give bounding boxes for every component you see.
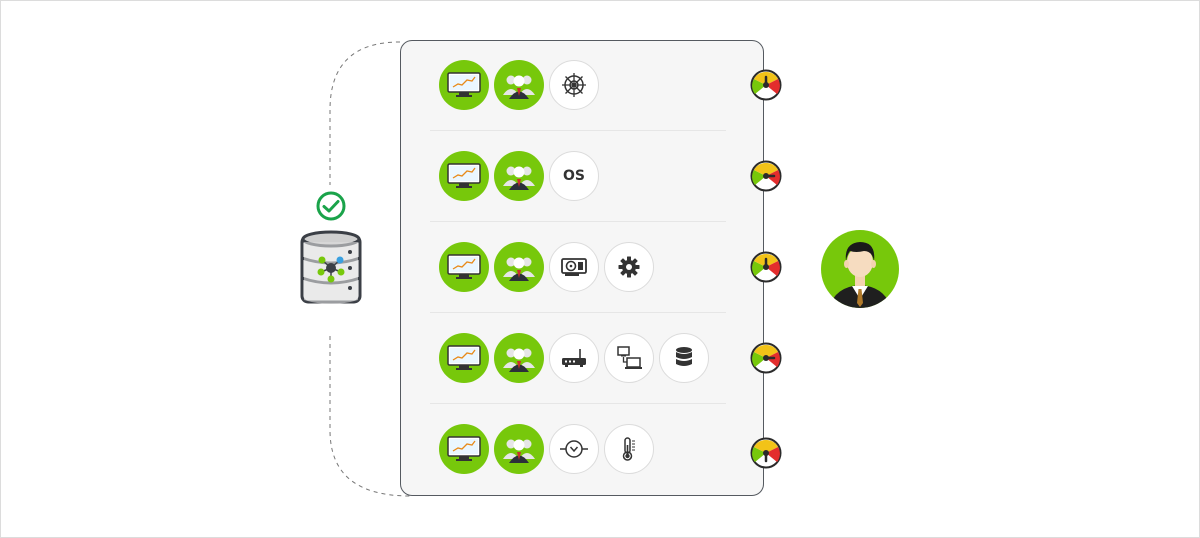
users-group-icon — [494, 151, 544, 201]
row-divider — [430, 312, 726, 313]
network-computers-icon — [604, 333, 654, 383]
monitoring-monitor-icon — [439, 151, 489, 201]
router-icon — [549, 333, 599, 383]
gear-icon — [604, 242, 654, 292]
os-icon: OS — [549, 151, 599, 201]
metric-row-hardware — [439, 242, 654, 292]
thermometer-icon — [604, 424, 654, 474]
gauge-icon — [750, 160, 782, 192]
users-group-icon — [494, 333, 544, 383]
users-group-icon — [494, 242, 544, 292]
row-divider — [430, 403, 726, 404]
gauge-icon — [750, 69, 782, 101]
metric-row-virtualization — [439, 60, 599, 110]
users-group-icon — [494, 60, 544, 110]
monitoring-monitor-icon — [439, 333, 489, 383]
database-hub-icon — [300, 230, 362, 304]
row-divider — [430, 221, 726, 222]
metric-row-sensors — [439, 424, 654, 474]
metric-row-os: OS — [439, 151, 599, 201]
users-group-icon — [494, 424, 544, 474]
monitoring-monitor-icon — [439, 424, 489, 474]
monitoring-monitor-icon — [439, 60, 489, 110]
sensor-icon — [549, 424, 599, 474]
graphics-card-icon — [549, 242, 599, 292]
gauge-icon — [750, 251, 782, 283]
row-divider — [430, 130, 726, 131]
database-icon — [659, 333, 709, 383]
gauge-icon — [750, 342, 782, 374]
virtualization-wheel-icon — [549, 60, 599, 110]
gauge-icon — [750, 437, 782, 469]
metric-row-network — [439, 333, 709, 383]
monitoring-monitor-icon — [439, 242, 489, 292]
check-circle-icon — [316, 191, 346, 221]
os-label: OS — [563, 168, 585, 184]
business-user-avatar-icon — [821, 230, 899, 308]
